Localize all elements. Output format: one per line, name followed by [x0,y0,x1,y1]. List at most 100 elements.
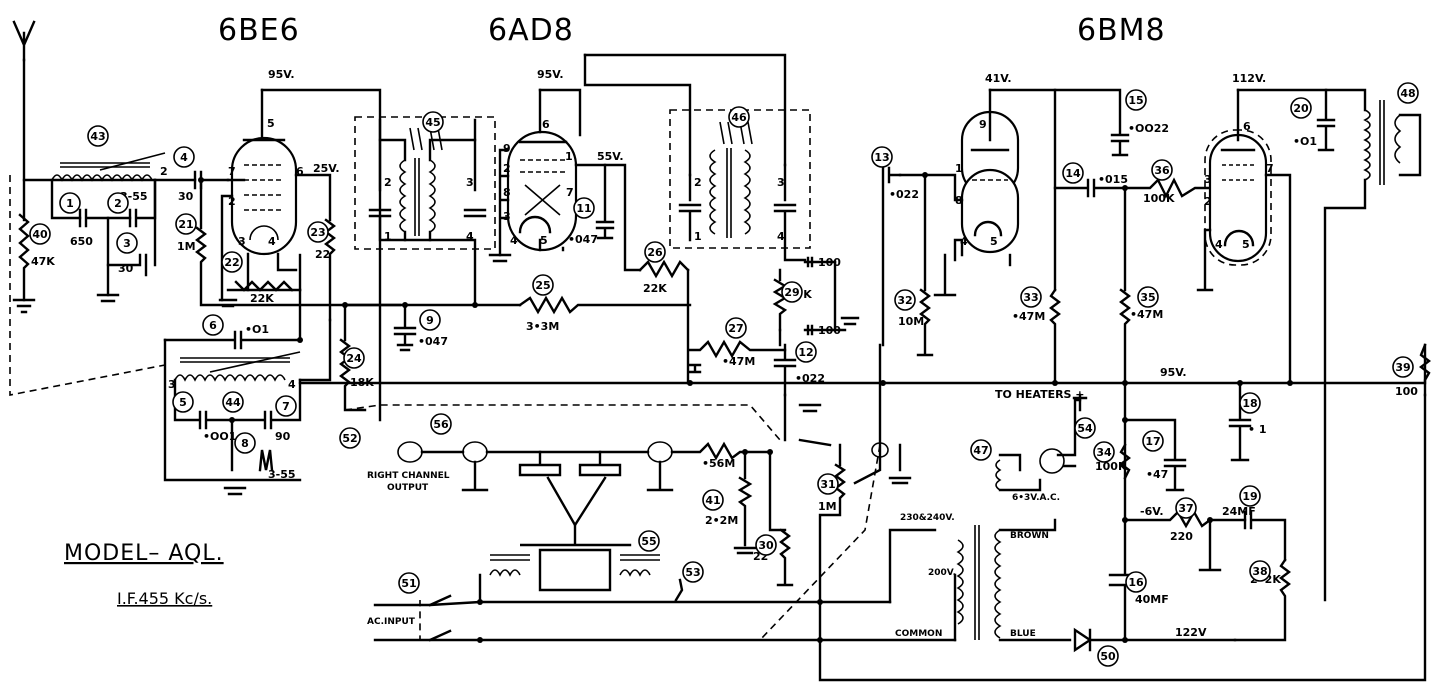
callout-6: 6 [202,314,224,336]
svg-text:21: 21 [178,218,193,231]
svg-text:18: 18 [1242,397,1257,410]
tube-title-6be6: 6BE6 [218,13,300,48]
callout-5: 5 [172,391,194,413]
svg-text:BROWN: BROWN [1010,531,1049,541]
callout-3: 3 [116,232,138,254]
junctions [198,172,1293,643]
svg-text:51: 51 [401,577,416,590]
svg-text:1: 1 [955,162,963,175]
callout-39: 39 [1392,356,1414,378]
callout-48: 48 [1397,82,1419,104]
svg-text:22K: 22K [643,282,667,295]
svg-text:6: 6 [209,319,217,332]
output-area [397,343,1427,682]
svg-text:9: 9 [979,118,987,131]
svg-text:1: 1 [565,150,573,163]
svg-text:55V.: 55V. [597,150,624,163]
callout-26: 26 [644,241,666,263]
svg-text:5: 5 [179,396,187,409]
callout-29: 29 [781,281,803,303]
callout-24: 24 [343,347,365,369]
svg-text:2: 2 [114,197,122,210]
svg-text:25: 25 [535,279,550,292]
svg-text:3: 3 [123,237,131,250]
callout-36: 36 [1151,159,1173,181]
svg-text:11: 11 [576,202,591,215]
svg-text:8: 8 [503,186,511,199]
svg-text:53: 53 [685,566,700,579]
svg-text:4: 4 [268,235,276,248]
svg-text:4: 4 [960,235,968,248]
svg-text:2: 2 [384,176,392,189]
svg-text:112V.: 112V. [1232,72,1266,85]
svg-text:1: 1 [694,230,702,243]
callout-13: 13 [871,146,893,168]
svg-text:OUTPUT: OUTPUT [387,483,429,493]
svg-text:24MF: 24MF [1222,505,1256,518]
svg-text:45: 45 [425,116,440,129]
callout-30: 30 [755,534,777,556]
svg-text:•OO22: •OO22 [1128,122,1169,135]
svg-text:26: 26 [647,246,663,259]
svg-text:39: 39 [1395,361,1410,374]
svg-text:100K: 100K [1143,192,1175,205]
svg-text:56: 56 [433,418,449,431]
svg-text:19: 19 [1242,490,1257,503]
svg-text:3: 3 [1204,173,1212,186]
svg-text:22K: 22K [250,292,274,305]
svg-text:•47M: •47M [1130,308,1163,321]
svg-text:220: 220 [1170,530,1193,543]
output-tube-section [1108,88,1431,642]
tube-title-6bm8: 6BM8 [1077,13,1166,48]
callout-47: 47 [970,439,992,461]
svg-text:• 1: • 1 [1248,423,1267,436]
callout-1: 1 [59,192,81,214]
svg-text:12: 12 [798,346,813,359]
svg-text:2•2M: 2•2M [705,514,738,527]
if-label: I.F.455 Kc/s. [117,589,212,608]
svg-text:5: 5 [990,235,998,248]
svg-text:5: 5 [1242,238,1250,251]
svg-text:3: 3 [503,210,511,223]
svg-text:35: 35 [1140,291,1155,304]
svg-text:46: 46 [731,111,747,124]
callout-2: 2 [107,192,129,214]
callout-38: 38 [1249,560,1271,582]
svg-text:4: 4 [466,230,474,243]
svg-text:•047: •047 [418,335,448,348]
svg-text:2: 2 [160,165,168,178]
callout-23: 23 [307,221,329,243]
callout-34: 34 [1093,441,1115,463]
callout-53: 53 [682,561,704,583]
callout-4: 4 [173,146,195,168]
callout-9: 9 [419,309,441,331]
callout-45: 45 [422,111,444,133]
callout-40: 40 [29,223,51,245]
svg-text:37: 37 [1178,502,1193,515]
svg-text:30: 30 [118,262,134,275]
svg-text:3•3M: 3•3M [526,320,559,333]
svg-text:10M: 10M [898,315,924,328]
svg-text:22: 22 [315,248,330,261]
svg-text:100: 100 [1395,385,1418,398]
svg-text:36: 36 [1154,164,1170,177]
callout-17: 17 [1142,430,1164,452]
callout-19: 19 [1239,485,1261,507]
svg-text:COMMON: COMMON [895,629,942,639]
svg-text:7: 7 [282,400,290,413]
svg-text:7: 7 [228,165,236,178]
svg-text:25V.: 25V. [313,162,340,175]
svg-text:95V.: 95V. [268,68,295,81]
svg-text:7: 7 [566,186,574,199]
callout-16: 16 [1125,571,1147,593]
svg-text:50: 50 [1100,650,1116,663]
svg-text:1M: 1M [177,240,196,253]
svg-text:3-55: 3-55 [268,468,296,481]
callout-7: 7 [275,395,297,417]
svg-text:650: 650 [70,235,93,248]
svg-text:95V.: 95V. [1160,366,1187,379]
svg-text:18K: 18K [350,376,374,389]
callout-11: 11 [573,197,595,219]
svg-text:4: 4 [288,378,296,391]
svg-text:AC.INPUT: AC.INPUT [367,617,416,627]
